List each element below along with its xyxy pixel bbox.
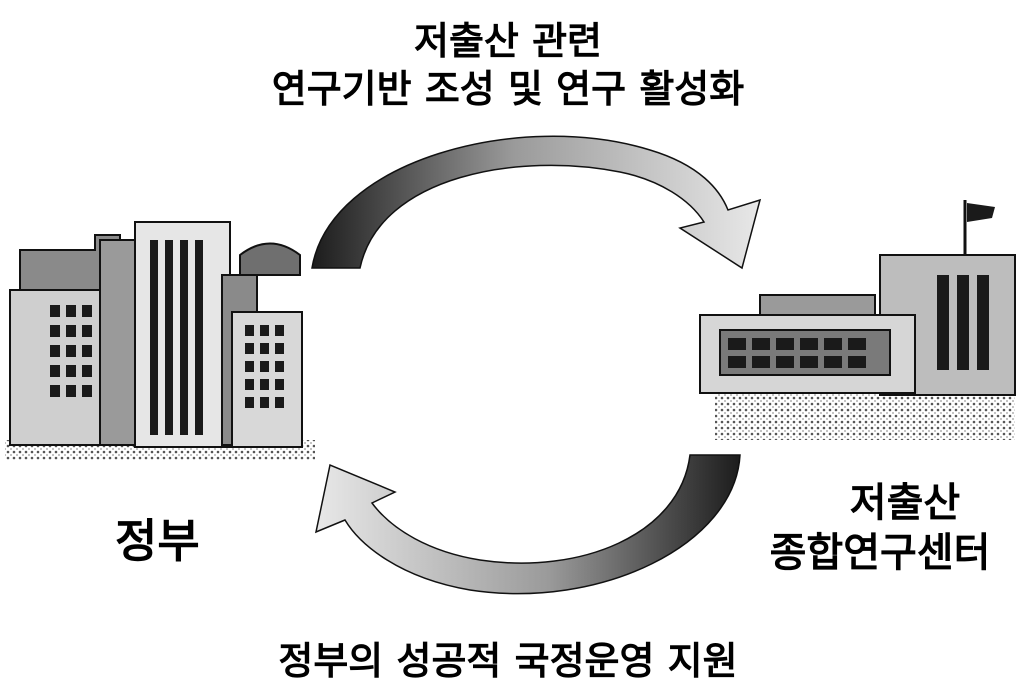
research-center-label-line2: 종합연구센터 (769, 530, 991, 576)
top-label-line1: 저출산 관련 (413, 19, 603, 63)
bottom-label: 정부의 성공적 국정운영 지원 (278, 639, 738, 683)
government-buildings-icon (5, 221, 315, 460)
research-center-label-line1: 저출산 (849, 480, 961, 526)
government-label: 정부 (115, 514, 200, 568)
top-label-line2: 연구기반 조성 및 연구 활성화 (271, 67, 745, 111)
top-cycle-arrow (311, 135, 762, 270)
bottom-cycle-arrow (314, 454, 741, 595)
research-center-building-icon (699, 200, 1016, 440)
